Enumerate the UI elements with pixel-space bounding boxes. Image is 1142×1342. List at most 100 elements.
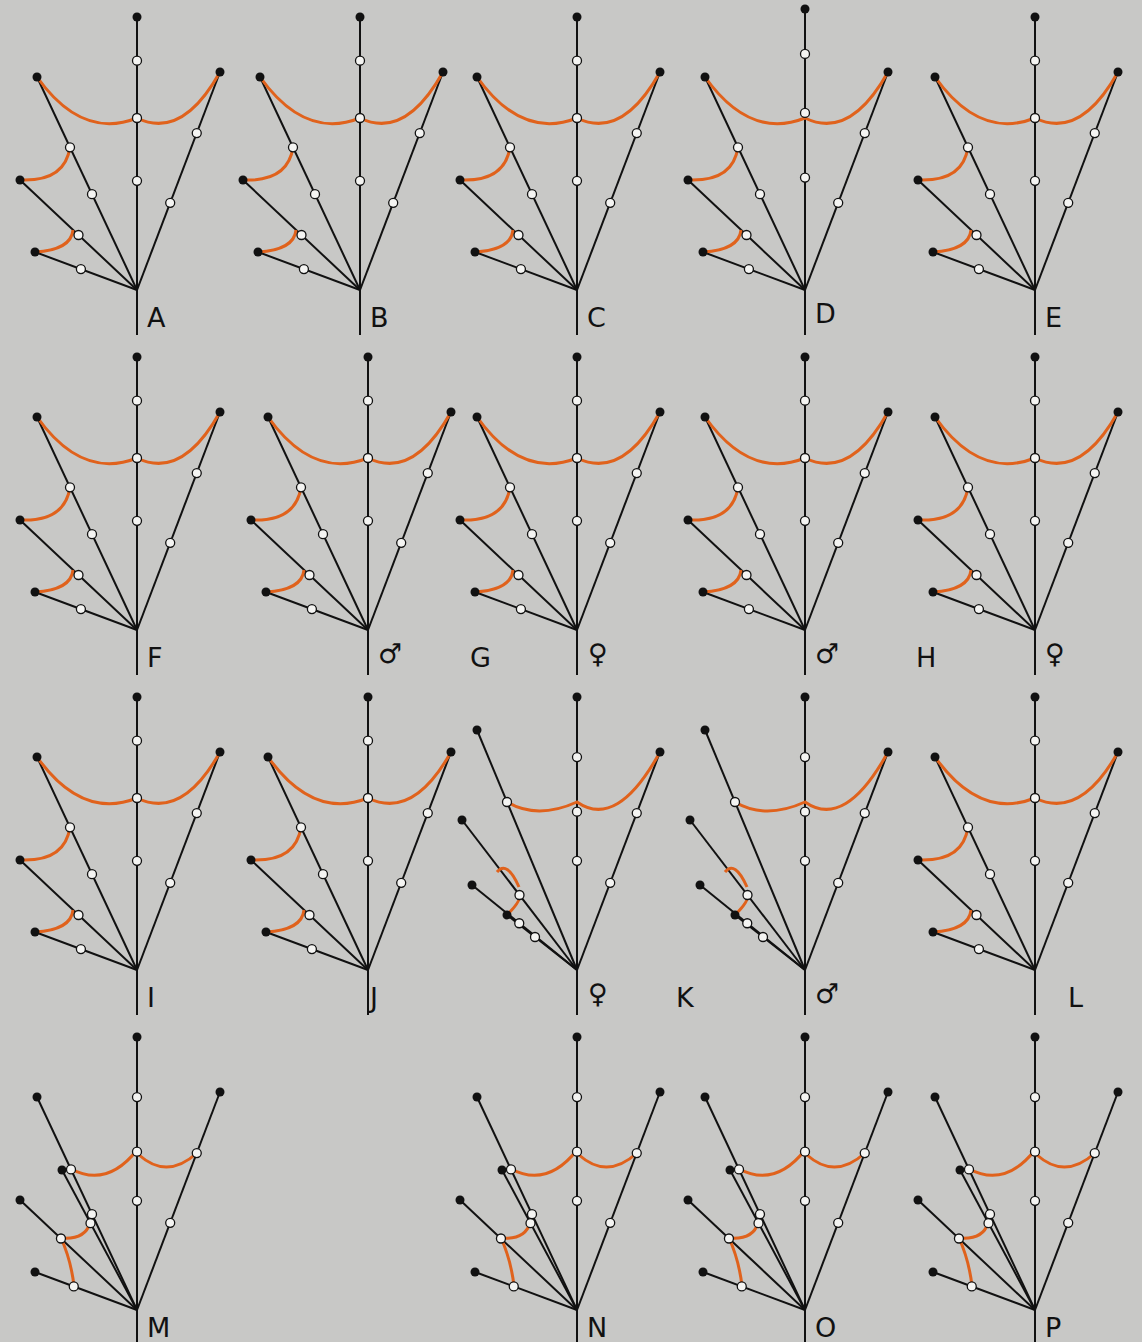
open-node: [731, 798, 740, 807]
panel-label: I: [147, 984, 155, 1011]
open-node: [972, 231, 981, 240]
cross-vein: [729, 1238, 742, 1286]
cross-vein: [251, 827, 301, 860]
cross-vein: [935, 72, 1118, 124]
vein-line: [268, 417, 368, 630]
open-node: [759, 933, 768, 942]
vein-line: [918, 1200, 1035, 1310]
vein-line: [705, 77, 805, 290]
vein-line: [688, 1200, 805, 1310]
open-node: [76, 605, 85, 614]
panel-label: ♂: [815, 640, 839, 667]
stem-line: [576, 1310, 578, 1342]
end-dot: [473, 73, 482, 82]
open-node: [415, 129, 424, 138]
vein-line: [918, 520, 1035, 630]
open-node: [319, 530, 328, 539]
end-dot: [884, 68, 893, 77]
open-node: [1031, 736, 1040, 745]
open-node: [1031, 114, 1040, 123]
end-dot: [684, 516, 693, 525]
cross-vein: [475, 230, 513, 252]
open-node: [742, 231, 751, 240]
vein-line: [477, 730, 577, 970]
end-dot: [656, 748, 665, 757]
open-node: [166, 878, 175, 887]
end-dot: [696, 881, 705, 890]
vein-line: [368, 412, 451, 630]
panel-label: ♂: [378, 640, 402, 667]
open-node: [133, 736, 142, 745]
end-dot: [458, 816, 467, 825]
open-node: [299, 265, 308, 274]
end-dot: [447, 748, 456, 757]
cross-vein: [935, 752, 1118, 804]
end-dot: [573, 353, 582, 362]
end-dot: [914, 176, 923, 185]
end-dot: [262, 588, 271, 597]
cross-vein: [35, 910, 73, 932]
vein-line: [1034, 1037, 1036, 1310]
end-dot: [656, 1088, 665, 1097]
open-node: [133, 516, 142, 525]
cross-vein: [20, 487, 70, 520]
venation-panel: [247, 353, 456, 676]
end-dot: [914, 856, 923, 865]
panel-label: A: [147, 304, 165, 331]
cross-vein: [933, 910, 971, 932]
cross-vein: [959, 1238, 972, 1286]
open-node: [356, 56, 365, 65]
open-node: [305, 911, 314, 920]
open-node: [1090, 469, 1099, 478]
vein-line: [137, 72, 220, 290]
vein-line: [935, 1097, 1035, 1310]
end-dot: [473, 726, 482, 735]
cross-vein: [918, 487, 968, 520]
end-dot: [656, 408, 665, 417]
open-node: [133, 856, 142, 865]
open-node: [1031, 454, 1040, 463]
open-node: [724, 1234, 733, 1243]
cross-vein: [37, 412, 220, 464]
panel-label: H: [916, 644, 936, 671]
end-dot: [364, 693, 373, 702]
venation-panel: [914, 1033, 1123, 1342]
end-dot: [929, 588, 938, 597]
cross-vein: [918, 147, 968, 180]
panel-label: G: [470, 644, 491, 671]
venation-panel: [16, 1033, 225, 1342]
open-node: [192, 1149, 201, 1158]
open-node: [311, 190, 320, 199]
cross-vein: [61, 1238, 74, 1286]
venation-panel: [16, 13, 225, 336]
venation-panel: [16, 693, 225, 1016]
cross-vein: [268, 752, 451, 804]
open-node: [364, 794, 373, 803]
end-dot: [1031, 693, 1040, 702]
venation-panel: [247, 693, 456, 1016]
panel-label: O: [815, 1314, 836, 1341]
open-node: [88, 1210, 97, 1219]
end-dot: [133, 1033, 142, 1042]
open-node: [67, 1165, 76, 1174]
vein-line: [20, 180, 137, 290]
open-node: [744, 265, 753, 274]
open-node: [986, 870, 995, 879]
open-node: [528, 1210, 537, 1219]
venation-panel: [456, 353, 665, 676]
open-node: [573, 807, 582, 816]
open-node: [133, 794, 142, 803]
end-dot: [701, 1093, 710, 1102]
end-dot: [33, 753, 42, 762]
end-dot: [133, 693, 142, 702]
open-node: [297, 823, 306, 832]
cross-vein: [20, 827, 70, 860]
vein-line: [960, 1170, 1035, 1310]
end-dot: [701, 413, 710, 422]
vein-line: [460, 1200, 577, 1310]
cross-vein: [243, 147, 293, 180]
venation-panel: [684, 1033, 893, 1342]
open-node: [503, 798, 512, 807]
